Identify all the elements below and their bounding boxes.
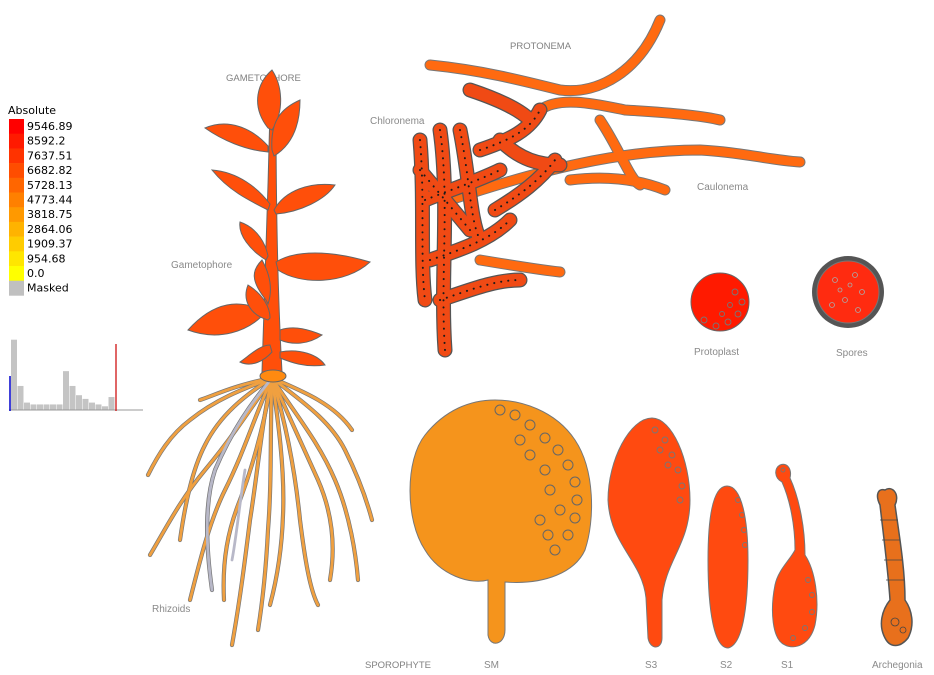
legend-label: 3818.75 (27, 208, 73, 221)
legend-label: 954.68 (27, 252, 66, 265)
protoplast-cell (691, 273, 749, 331)
sporophyte-s1 (772, 464, 816, 646)
histogram-bar (76, 395, 82, 410)
histogram-bar (18, 386, 24, 410)
legend-swatch (9, 134, 24, 149)
legend-label: 1909.37 (27, 238, 73, 251)
spores-label: Spores (836, 348, 868, 359)
histogram-bar (63, 371, 69, 410)
histogram-bar (102, 406, 108, 410)
legend-swatch (9, 222, 24, 237)
histogram-bar (31, 404, 37, 410)
gametophore-label: Gametophore (171, 260, 233, 271)
histogram-bar (37, 404, 43, 410)
histogram-bar (83, 399, 89, 410)
legend-label: 8592.2 (27, 135, 66, 148)
spores-cell (812, 256, 884, 328)
histogram-bar (50, 404, 56, 410)
sporophyte-sm (410, 400, 592, 643)
legend-swatch (9, 119, 24, 134)
legend-title: Absolute (8, 104, 56, 117)
legend-label: Masked (27, 282, 69, 295)
histogram-bar (24, 403, 30, 410)
legend-swatch (9, 193, 24, 208)
legend-swatch (9, 163, 24, 178)
legend-label: 6682.82 (27, 164, 73, 177)
archegonia (878, 489, 912, 646)
rhizoids-label: Rhizoids (152, 604, 190, 615)
gametophore-shoot (188, 70, 370, 382)
sporophyte-s2 (708, 486, 748, 648)
archegonia-label: Archegonia (872, 660, 923, 671)
histogram-bar (70, 386, 76, 410)
legend-swatch (9, 178, 24, 193)
caulonema-label: Caulonema (697, 182, 749, 193)
histogram-bar (109, 397, 115, 410)
chloronema-label: Chloronema (370, 116, 425, 127)
protoplast-label: Protoplast (694, 347, 739, 358)
legend-swatch (9, 207, 24, 222)
sm-label: SM (484, 660, 499, 671)
legend-label: 9546.89 (27, 120, 73, 133)
legend-swatch (9, 148, 24, 163)
legend-swatch (9, 237, 24, 252)
s2-label: S2 (720, 660, 733, 671)
legend-label: 5728.13 (27, 179, 73, 192)
s3-label: S3 (645, 660, 658, 671)
histogram-bar (44, 404, 50, 410)
legend-label: 7637.51 (27, 149, 73, 162)
legend-label: 4773.44 (27, 194, 73, 207)
histogram-bar (57, 404, 63, 410)
value-histogram (9, 340, 143, 411)
sporophyte-header: SPOROPHYTE (365, 660, 431, 671)
legend-swatch (9, 251, 24, 266)
histogram-bar (89, 403, 95, 410)
sporophyte-s3 (608, 418, 690, 647)
protonema-header: PROTONEMA (510, 41, 572, 52)
histogram-bar (96, 404, 102, 410)
legend-swatch (9, 281, 24, 296)
legend-swatch (9, 266, 24, 281)
legend-label: 0.0 (27, 267, 45, 280)
chloronema-filaments (420, 90, 560, 350)
legend-label: 2864.06 (27, 223, 73, 236)
histogram-bar (11, 340, 17, 410)
s1-label: S1 (781, 660, 794, 671)
